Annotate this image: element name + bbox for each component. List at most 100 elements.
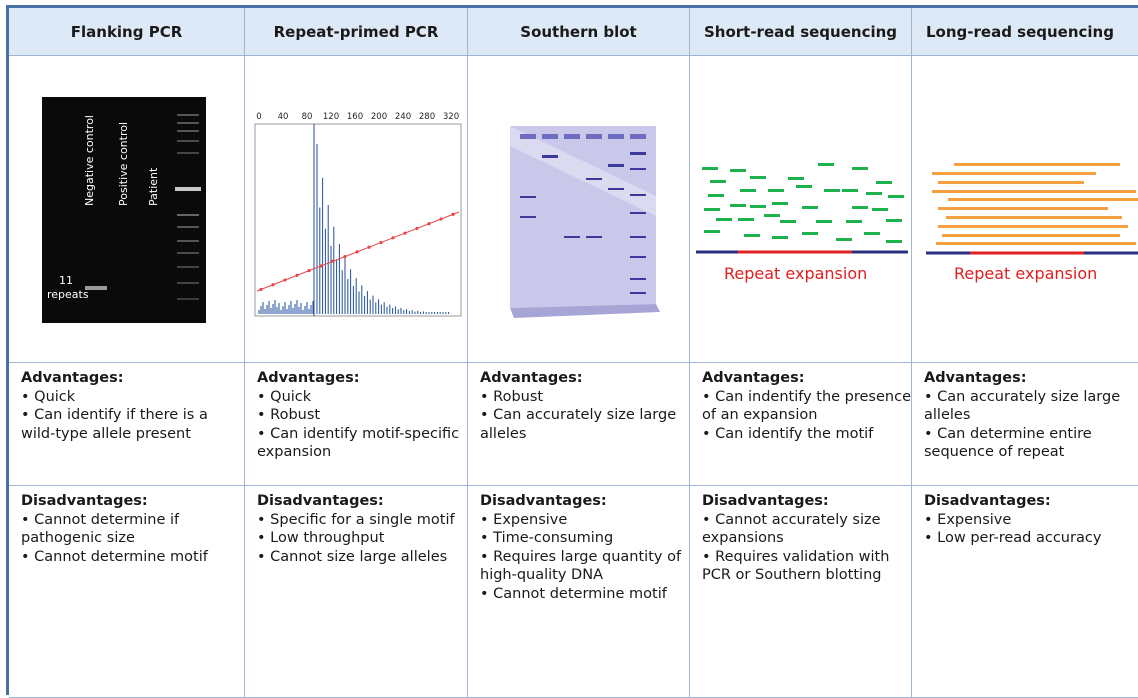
fit-point	[427, 222, 431, 226]
header-long-read: Long-read sequencing	[912, 8, 1138, 56]
disadvantages-block: Disadvantages: • Cannot determine if pat…	[9, 486, 245, 566]
bullet-item: • Expensive	[480, 511, 568, 528]
advantages-cell-southern-blot: Advantages: • Robust • Can accurately siz…	[468, 363, 690, 486]
fit-point	[259, 287, 263, 292]
column-title: Southern blot	[520, 22, 637, 41]
long-read-illustration	[926, 163, 1138, 255]
header-repeat-primed-pcr: Repeat-primed PCR	[245, 8, 468, 56]
bullet-item: • Can identify if there is a wild-type a…	[21, 407, 208, 442]
fit-point	[451, 212, 455, 216]
blot-edge	[510, 304, 660, 318]
short-reads	[702, 163, 904, 243]
fit-point	[403, 231, 407, 235]
bullet-item: • Can identify motif-specific expansion	[257, 425, 460, 461]
advantages-block: Advantages: • Can indentify the presence…	[690, 363, 912, 443]
southern-blot-image	[510, 126, 660, 318]
disadvantages-block: Disadvantages: • Expensive• Low per-read…	[912, 486, 1138, 548]
header-flanking-pcr: Flanking PCR	[9, 8, 245, 56]
header-short-read: Short-read sequencing	[690, 8, 912, 56]
x-tick-label: 200	[371, 112, 387, 122]
long-reads	[932, 163, 1138, 245]
bullet-item: • Cannot determine motif	[480, 585, 667, 602]
lane-label: Negative control	[83, 115, 96, 206]
bullet-item: • Expensive	[924, 511, 1012, 528]
short-read-illustration	[696, 163, 908, 254]
disadvantages-block: Disadvantages: • Cannot accurately size …	[690, 486, 912, 585]
fit-point	[283, 278, 287, 282]
x-tick-label: 240	[395, 112, 411, 122]
column-title: Short-read sequencing	[703, 22, 898, 41]
advantages-cell-short-read: Advantages: • Can indentify the presence…	[690, 363, 912, 486]
disadvantages-cell-southern-blot: Disadvantages: • Expensive • Time-consumi…	[468, 486, 690, 698]
column-title: Long-read sequencing	[926, 22, 1114, 41]
bullet-item: • Robust	[257, 407, 321, 423]
fit-point	[343, 254, 347, 259]
fit-point	[367, 245, 371, 249]
fit-point	[295, 273, 299, 277]
bullet-item: • Can accurately size large alleles	[480, 407, 677, 442]
disadvantages-cell-repeat-primed-pcr: Disadvantages: • Specific for a single m…	[245, 486, 468, 698]
comparison-table: Flanking PCR Repeat-primed PCR Southern …	[6, 5, 1138, 698]
bullet-item: • Can indentify the presence of an expan…	[702, 388, 911, 424]
advantages-list: • Robust • Can accurately size large alle…	[480, 388, 690, 444]
advantages-cell-flanking-pcr: Advantages: • Quick• Can identify if the…	[9, 363, 245, 486]
advantages-title: Advantages:	[257, 370, 360, 386]
bullet-item: • Cannot size large alleles	[257, 548, 448, 565]
image-cell-long-read: Repeat expansion	[912, 56, 1138, 363]
disadvantages-list: • Expensive• Low per-read accuracy	[924, 511, 1138, 548]
disadvantages-list: • Specific for a single motif • Low throu…	[257, 511, 468, 567]
advantages-title: Advantages:	[702, 370, 805, 386]
disadvantages-block: Disadvantages: • Specific for a single m…	[245, 486, 468, 566]
advantages-list: • Can indentify the presence of an expan…	[702, 388, 912, 444]
header-southern-blot: Southern blot	[468, 8, 690, 56]
bullet-item: • Robust	[480, 388, 544, 405]
disadvantages-title: Disadvantages:	[702, 493, 829, 509]
repeat-expansion-label: Repeat expansion	[724, 264, 868, 283]
advantages-title: Advantages:	[924, 370, 1027, 386]
fit-point	[307, 269, 311, 273]
gel-image: Negative control Positive control Patien…	[42, 97, 206, 323]
disadvantages-title: Disadvantages:	[480, 493, 607, 509]
image-cell-short-read: Repeat expansion	[690, 56, 912, 363]
bullet-item: • Requires validation with PCR or Southe…	[702, 548, 890, 584]
disadvantages-cell-short-read: Disadvantages: • Cannot accurately size …	[690, 486, 912, 698]
bullet-item: • Quick	[257, 388, 312, 405]
advantages-title: Advantages:	[21, 370, 124, 386]
repeat-expansion-label: Repeat expansion	[954, 264, 1098, 283]
blot-membrane	[510, 126, 656, 308]
x-tick-label: 40	[278, 112, 289, 122]
band-label: repeats	[47, 288, 89, 301]
calibration-line	[256, 211, 460, 292]
bullet-item: • Low throughput	[257, 530, 385, 546]
advantages-list: • Can accurately size large alleles• Can…	[924, 388, 1132, 462]
fit-point	[391, 236, 395, 240]
disadvantages-list: • Expensive• Time-consuming• Requires la…	[480, 511, 690, 604]
column-title: Flanking PCR	[70, 22, 183, 41]
bullet-item: • Specific for a single motif	[257, 511, 455, 528]
bullet-item: • Time-consuming	[480, 530, 614, 546]
blot-highlight	[510, 126, 656, 216]
trace-peaks	[258, 144, 450, 314]
disadvantages-cell-flanking-pcr: Disadvantages: • Cannot determine if pat…	[9, 486, 245, 698]
advantages-cell-repeat-primed-pcr: Advantages: • Quick • Robust • Can identif…	[245, 363, 468, 486]
image-cell-flanking-pcr: Negative control Positive control Patien…	[9, 56, 245, 363]
column-title: Repeat-primed PCR	[273, 22, 439, 41]
bullet-item: • Cannot determine motif	[21, 548, 208, 565]
advantages-cell-long-read: Advantages: • Can accurately size large …	[912, 363, 1138, 486]
fit-point	[331, 259, 335, 263]
disadvantages-title: Disadvantages:	[924, 493, 1051, 509]
lane-label: Patient	[147, 167, 160, 206]
bullet-item: • Cannot accurately size expansions	[702, 511, 881, 547]
advantages-block: Advantages: • Quick• Can identify if the…	[9, 363, 245, 443]
advantages-list: • Quick • Robust • Can identify motif-spec…	[257, 388, 468, 462]
gel-band	[85, 286, 107, 290]
x-tick-label: 160	[347, 112, 363, 122]
x-tick-label: 320	[443, 112, 459, 122]
fit-point	[439, 217, 443, 221]
disadvantages-cell-long-read: Disadvantages: • Expensive• Low per-read…	[912, 486, 1138, 698]
bullet-item: • Can accurately size large alleles	[924, 388, 1121, 424]
advantages-title: Advantages:	[480, 370, 583, 386]
